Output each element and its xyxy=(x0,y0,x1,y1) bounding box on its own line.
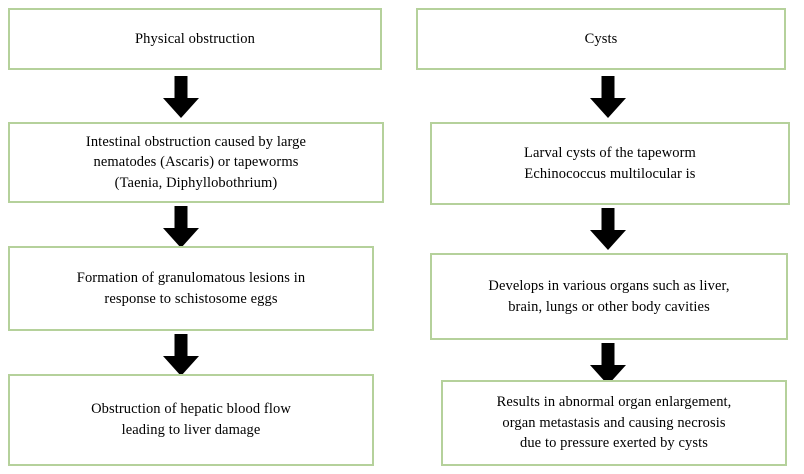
flow-node-label: Develops in various organs such as liver… xyxy=(488,277,730,315)
flow-node-label: Physical obstruction xyxy=(134,30,255,47)
down-arrow-icon xyxy=(161,206,201,248)
flow-column-right: Cysts Larval cysts of the tapeworm Echin… xyxy=(402,0,804,474)
flow-column-left: Physical obstruction Intestinal obstruct… xyxy=(8,8,384,466)
flow-node-label: Results in abnormal organ enlargement, o… xyxy=(496,394,732,452)
flow-node-label: Intestinal obstruction caused by large n… xyxy=(85,133,307,191)
flow-node-larval-cysts[interactable]: Larval cysts of the tapeworm Echinococcu… xyxy=(430,122,790,205)
flow-node-hepatic-blood-flow[interactable]: Obstruction of hepatic blood flow leadin… xyxy=(8,374,374,466)
flow-node-abnormal-organ-enlargement[interactable]: Results in abnormal organ enlargement, o… xyxy=(441,380,787,466)
down-arrow-icon xyxy=(588,208,628,250)
flow-node-label: Larval cysts of the tapeworm Echinococcu… xyxy=(524,144,696,182)
down-arrow-icon xyxy=(161,76,201,118)
flow-node-granulomatous-lesions[interactable]: Formation of granulomatous lesions in re… xyxy=(8,246,374,331)
flow-node-label: Obstruction of hepatic blood flow leadin… xyxy=(91,401,291,438)
down-arrow-icon xyxy=(588,343,628,385)
flow-node-develops-in-organs[interactable]: Develops in various organs such as liver… xyxy=(430,253,788,340)
flow-node-label: Formation of granulomatous lesions in re… xyxy=(76,269,306,307)
flow-node-intestinal-obstruction[interactable]: Intestinal obstruction caused by large n… xyxy=(8,122,384,203)
down-arrow-icon xyxy=(161,334,201,376)
flow-node-physical-obstruction[interactable]: Physical obstruction xyxy=(8,8,382,70)
flow-node-cysts[interactable]: Cysts xyxy=(416,8,786,70)
down-arrow-icon xyxy=(588,76,628,118)
flow-node-label: Cysts xyxy=(584,30,618,47)
